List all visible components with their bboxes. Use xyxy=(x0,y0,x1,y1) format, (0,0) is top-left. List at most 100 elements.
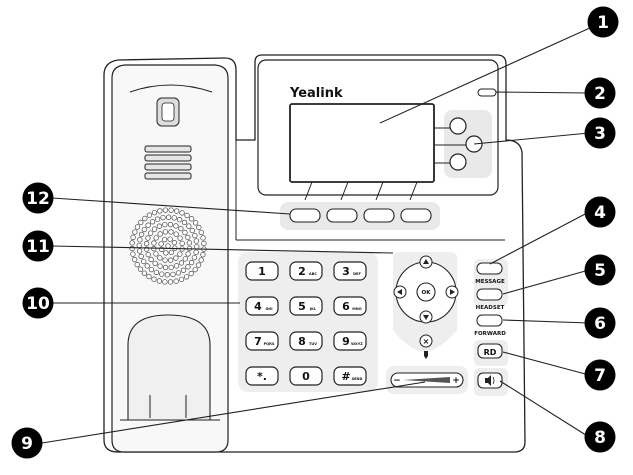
callout-lines xyxy=(41,26,593,444)
speaker-hole xyxy=(192,220,199,226)
cancel-icon: × xyxy=(423,337,430,346)
soft-key-1[interactable] xyxy=(289,208,321,223)
speaker-hole xyxy=(143,240,150,247)
keypad-key-face[interactable] xyxy=(245,366,279,386)
speaker-hole xyxy=(168,257,174,263)
speaker-hole xyxy=(156,278,162,284)
soft-key-2[interactable] xyxy=(326,208,358,223)
speaker-hole xyxy=(162,207,169,213)
callout-circle xyxy=(587,6,619,38)
speaker-hole xyxy=(168,249,175,256)
keypad-key-face[interactable] xyxy=(333,261,367,281)
speaker-hole xyxy=(129,240,135,246)
message-key[interactable] xyxy=(476,262,503,275)
forward-label: FORWARD xyxy=(474,331,506,337)
speaker-hole xyxy=(167,236,173,242)
keypad-key-face[interactable] xyxy=(333,366,367,386)
keypad-key-sublabel: PQRS xyxy=(264,342,275,346)
speaker-hole xyxy=(162,279,168,285)
speaker-hole xyxy=(162,221,168,228)
callout-circle xyxy=(22,230,54,262)
speaker-hole xyxy=(173,223,179,229)
speaker-hole xyxy=(178,260,185,266)
keypad-key-sublabel: GHI xyxy=(265,307,272,311)
speaker-hole xyxy=(153,251,159,257)
keypad-key[interactable]: 0 xyxy=(289,366,323,386)
keypad-key-face[interactable] xyxy=(289,331,323,351)
forward-key[interactable] xyxy=(476,314,503,327)
speaker-hole xyxy=(146,212,153,218)
keypad-key-label: 2 xyxy=(298,265,306,278)
callout-badge: 2 xyxy=(584,77,616,109)
line-key-3[interactable] xyxy=(449,153,467,171)
keypad-key-face[interactable] xyxy=(289,261,323,281)
keypad-key-face[interactable] xyxy=(333,331,367,351)
volume-ramp xyxy=(403,377,450,383)
keypad-key-label: 4 xyxy=(254,300,262,313)
mute-icon xyxy=(424,351,428,359)
line-key-connectors xyxy=(434,127,466,164)
speaker-hole xyxy=(163,250,169,256)
keypad-key-sublabel: DEF xyxy=(353,272,361,276)
arrow-left-icon xyxy=(397,289,402,295)
speaker-hole xyxy=(137,266,144,272)
speaker-hole xyxy=(201,240,207,247)
speaker-hole xyxy=(186,223,192,229)
keypad-key-face[interactable] xyxy=(289,296,323,316)
speaker-hole xyxy=(198,257,204,263)
speaker-hole xyxy=(175,270,182,276)
speaker-hole xyxy=(179,240,185,246)
keypad-key-face[interactable] xyxy=(245,331,279,351)
keypad-key-face[interactable] xyxy=(333,296,367,316)
keypad-key[interactable]: *. xyxy=(245,366,279,386)
callout-circle xyxy=(584,117,616,149)
speaker-hole xyxy=(185,264,191,270)
callout-badge: 11 xyxy=(22,230,54,262)
callout-circle xyxy=(584,421,616,453)
speaker-hole xyxy=(162,264,169,271)
keypad-key-face[interactable] xyxy=(245,296,279,316)
speaker-hole xyxy=(144,263,150,269)
speaker-hole xyxy=(138,231,145,238)
speaker-hole xyxy=(178,276,185,283)
callout-circle xyxy=(584,196,616,228)
speaker-hole xyxy=(165,243,171,249)
keypad-key-face[interactable] xyxy=(245,261,279,281)
ok-button[interactable] xyxy=(416,282,436,302)
line-key-1[interactable] xyxy=(449,117,467,135)
speaker-hole xyxy=(196,224,202,231)
speaker-hole xyxy=(167,279,174,285)
soft-key-3[interactable] xyxy=(363,208,395,223)
keypad-key-face[interactable] xyxy=(289,366,323,386)
keypad-key[interactable]: 1 xyxy=(245,261,279,281)
soft-key-4[interactable] xyxy=(400,208,432,223)
callout-badge: 7 xyxy=(584,359,616,391)
redial-key[interactable] xyxy=(477,343,503,359)
redial-label: RD xyxy=(484,348,497,357)
speaker-hole xyxy=(136,248,143,254)
speaker-hole xyxy=(173,278,179,284)
speaker-hole xyxy=(162,257,168,263)
speaker-hole xyxy=(176,216,183,223)
speaker-hole xyxy=(188,216,195,222)
callout-number: 1 xyxy=(597,13,609,33)
callout-badge: 10 xyxy=(22,287,54,319)
speaker-hole xyxy=(173,263,180,269)
speaker-hole xyxy=(145,222,151,228)
speaker-hole xyxy=(157,263,163,269)
headset-key[interactable] xyxy=(476,288,503,301)
cancel-button[interactable] xyxy=(419,334,433,348)
keypad-key[interactable]: #SEND xyxy=(333,366,367,386)
arrow-down-icon xyxy=(423,315,429,320)
handset-grille xyxy=(144,145,192,180)
speaker-hole xyxy=(182,256,188,262)
